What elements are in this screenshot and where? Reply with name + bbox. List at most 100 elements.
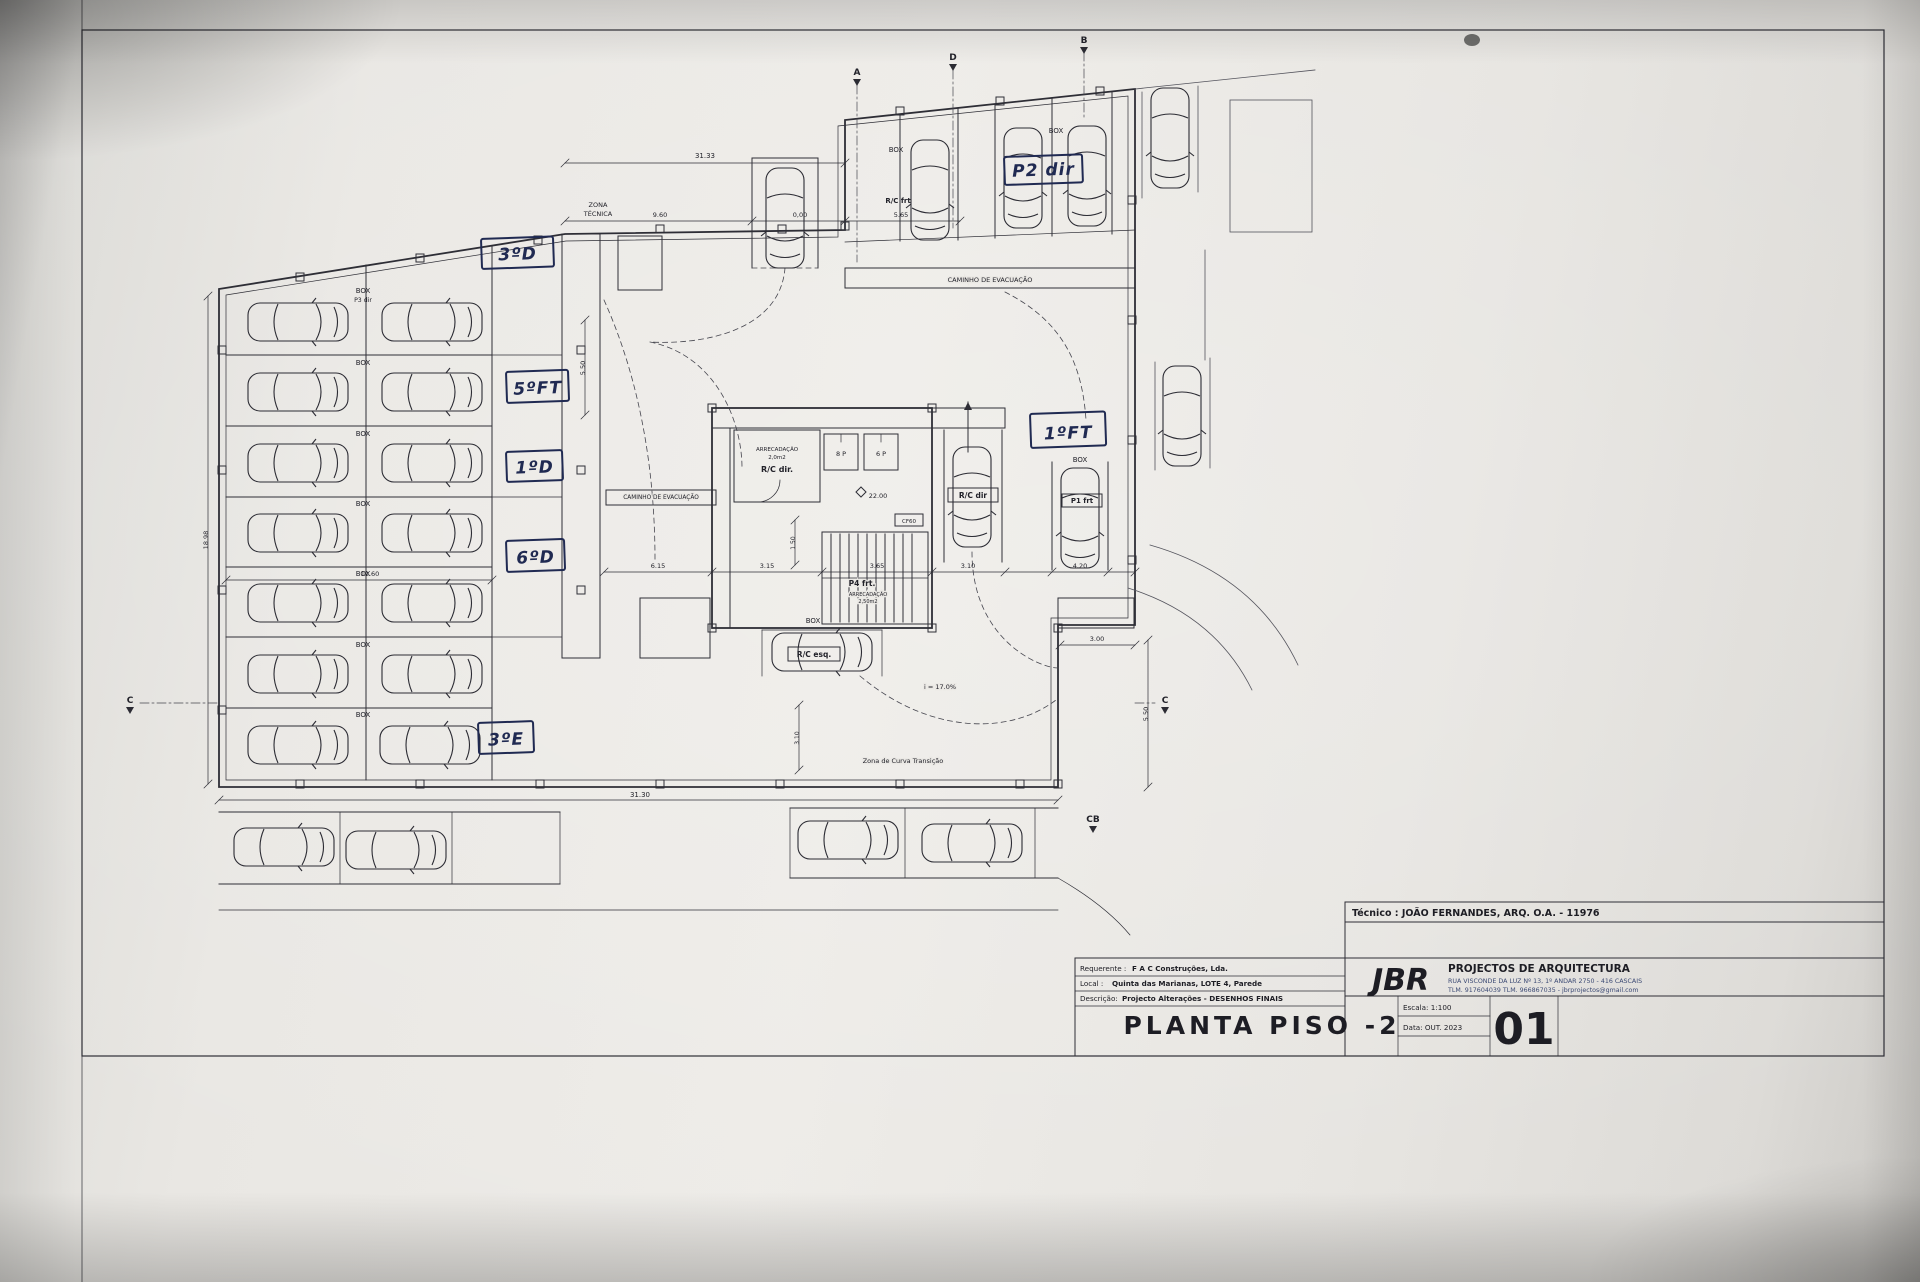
car-icon [379,720,481,770]
dim-text: 31.30 [630,791,650,799]
column-marker [777,224,787,234]
marker-text: D [949,53,956,63]
lbl-text: Zona de Curva Transição [863,757,944,765]
lbl-text: BOX [806,617,821,625]
lbl-text: 8 P [836,450,846,458]
column-marker [535,779,545,789]
lbl-text: CAMINHO DE EVACUAÇÃO [623,494,699,501]
column-marker [576,585,586,595]
firm-name: PROJECTOS DE ARQUITECTURA [1448,963,1631,975]
dim-text: 3.10 [794,731,801,745]
column-marker [1127,315,1137,325]
handwritten-text: P2 dir [1012,160,1076,182]
requerente-label: Requerente : [1080,964,1126,973]
lbl-text: BOX [889,146,904,154]
handwritten-annotations: 3ºD 5ºFT 1ºD 6ºD 3ºE 1ºFT P2 dir [477,153,1108,755]
car-icon [1145,87,1195,189]
handwritten-text: 3ºD [498,244,537,265]
car-icon [905,139,955,241]
lbl-text: BOX [356,287,371,295]
column-marker [707,403,717,413]
lbl-text: P3 dir [354,297,372,304]
column-marker [927,623,937,633]
lbl-text: ARRECADAÇÃO [849,591,887,598]
lbl-text: P1 frt [1071,497,1094,505]
column-marker [1127,435,1137,445]
column-marker [1095,86,1105,96]
car-icon [1055,467,1105,569]
column-marker [217,465,227,475]
dim-text: 3.10 [961,562,975,570]
car-icon [233,822,335,872]
car-icon [247,649,349,699]
column-marker [1127,555,1137,565]
column-marker [655,224,665,234]
dim-text: 18.98 [202,531,210,550]
marker-text: CB [1086,815,1100,825]
dim-text: 12.60 [361,570,380,578]
column-marker [655,779,665,789]
car-icon [1157,365,1207,467]
scale-label: Escala: 1:100 [1403,1003,1452,1012]
car-icon [247,508,349,558]
handwritten-annotation: P2 dir [1003,153,1084,186]
dim-text: 3.65 [870,562,884,570]
handwritten-annotation: 1ºD [505,449,564,483]
lbl-text: P4 frt. [849,579,876,588]
section-marker-icon [1080,47,1088,54]
marker-text: A [854,68,861,78]
handwritten-text: 1ºFT [1044,423,1094,445]
column-marker [415,253,425,263]
column-marker [295,779,305,789]
technician-row: Técnico : JOÃO FERNANDES, ARQ. O.A. - 11… [1352,908,1600,919]
column-marker [576,465,586,475]
car-icon [247,720,349,770]
dim-text: 4.20 [1073,562,1087,570]
plan-linework [139,51,1316,936]
car-icon [797,815,899,865]
car-icon [247,367,349,417]
handwritten-annotation: 3ºE [477,720,535,755]
column-marker [217,345,227,355]
lbl-text: TÉCNICA [583,209,613,218]
car-icon [921,818,1023,868]
column-marker [707,623,717,633]
column-marker [1127,195,1137,205]
dim-text: 1.50 [790,536,797,550]
dim-text: 5.65 [894,211,908,219]
handwritten-text: 6ºD [516,547,555,568]
lbl-text: ZONA [589,201,608,209]
firm-address-2: TLM. 917604039 TLM. 966867035 - jbrproje… [1447,986,1639,994]
handwritten-annotation: 5ºFT [505,368,570,404]
column-marker [995,96,1005,106]
handwritten-annotation: 6ºD [505,538,566,573]
lbl-text: BOX [1073,456,1088,464]
column-marker [840,221,850,231]
column-marker [1015,779,1025,789]
section-marker-icon [853,79,861,86]
firm-address-1: RUA VISCONDE DA LUZ Nº 13, 1º ANDAR 2750… [1448,978,1642,985]
lbl-text: 2,0m2 [768,455,786,461]
sheet-frame [81,0,1885,1282]
title-block-text: Técnico : JOÃO FERNANDES, ARQ. O.A. - 11… [1080,908,1642,1055]
handwritten-annotation: 3ºD [480,235,555,270]
car-icon [247,438,349,488]
firm-logo: JBR [1367,963,1429,998]
lbl-text: BOX [356,500,371,508]
car-icon [345,825,447,875]
column-marker [217,585,227,595]
section-marker-icon [1161,707,1169,714]
dim-text: 5.50 [1142,707,1150,721]
dim-text: 3.15 [760,562,774,570]
lbl-text: BOX [356,359,371,367]
lbl-text: BOX [356,711,371,719]
section-marker-icon [1089,826,1097,833]
lbl-text: 6 P [876,450,886,458]
column-marker [895,106,905,116]
column-marker [415,779,425,789]
parked-cars [233,87,1207,875]
handwritten-text: 3ºE [488,729,525,750]
car-icon [381,438,483,488]
